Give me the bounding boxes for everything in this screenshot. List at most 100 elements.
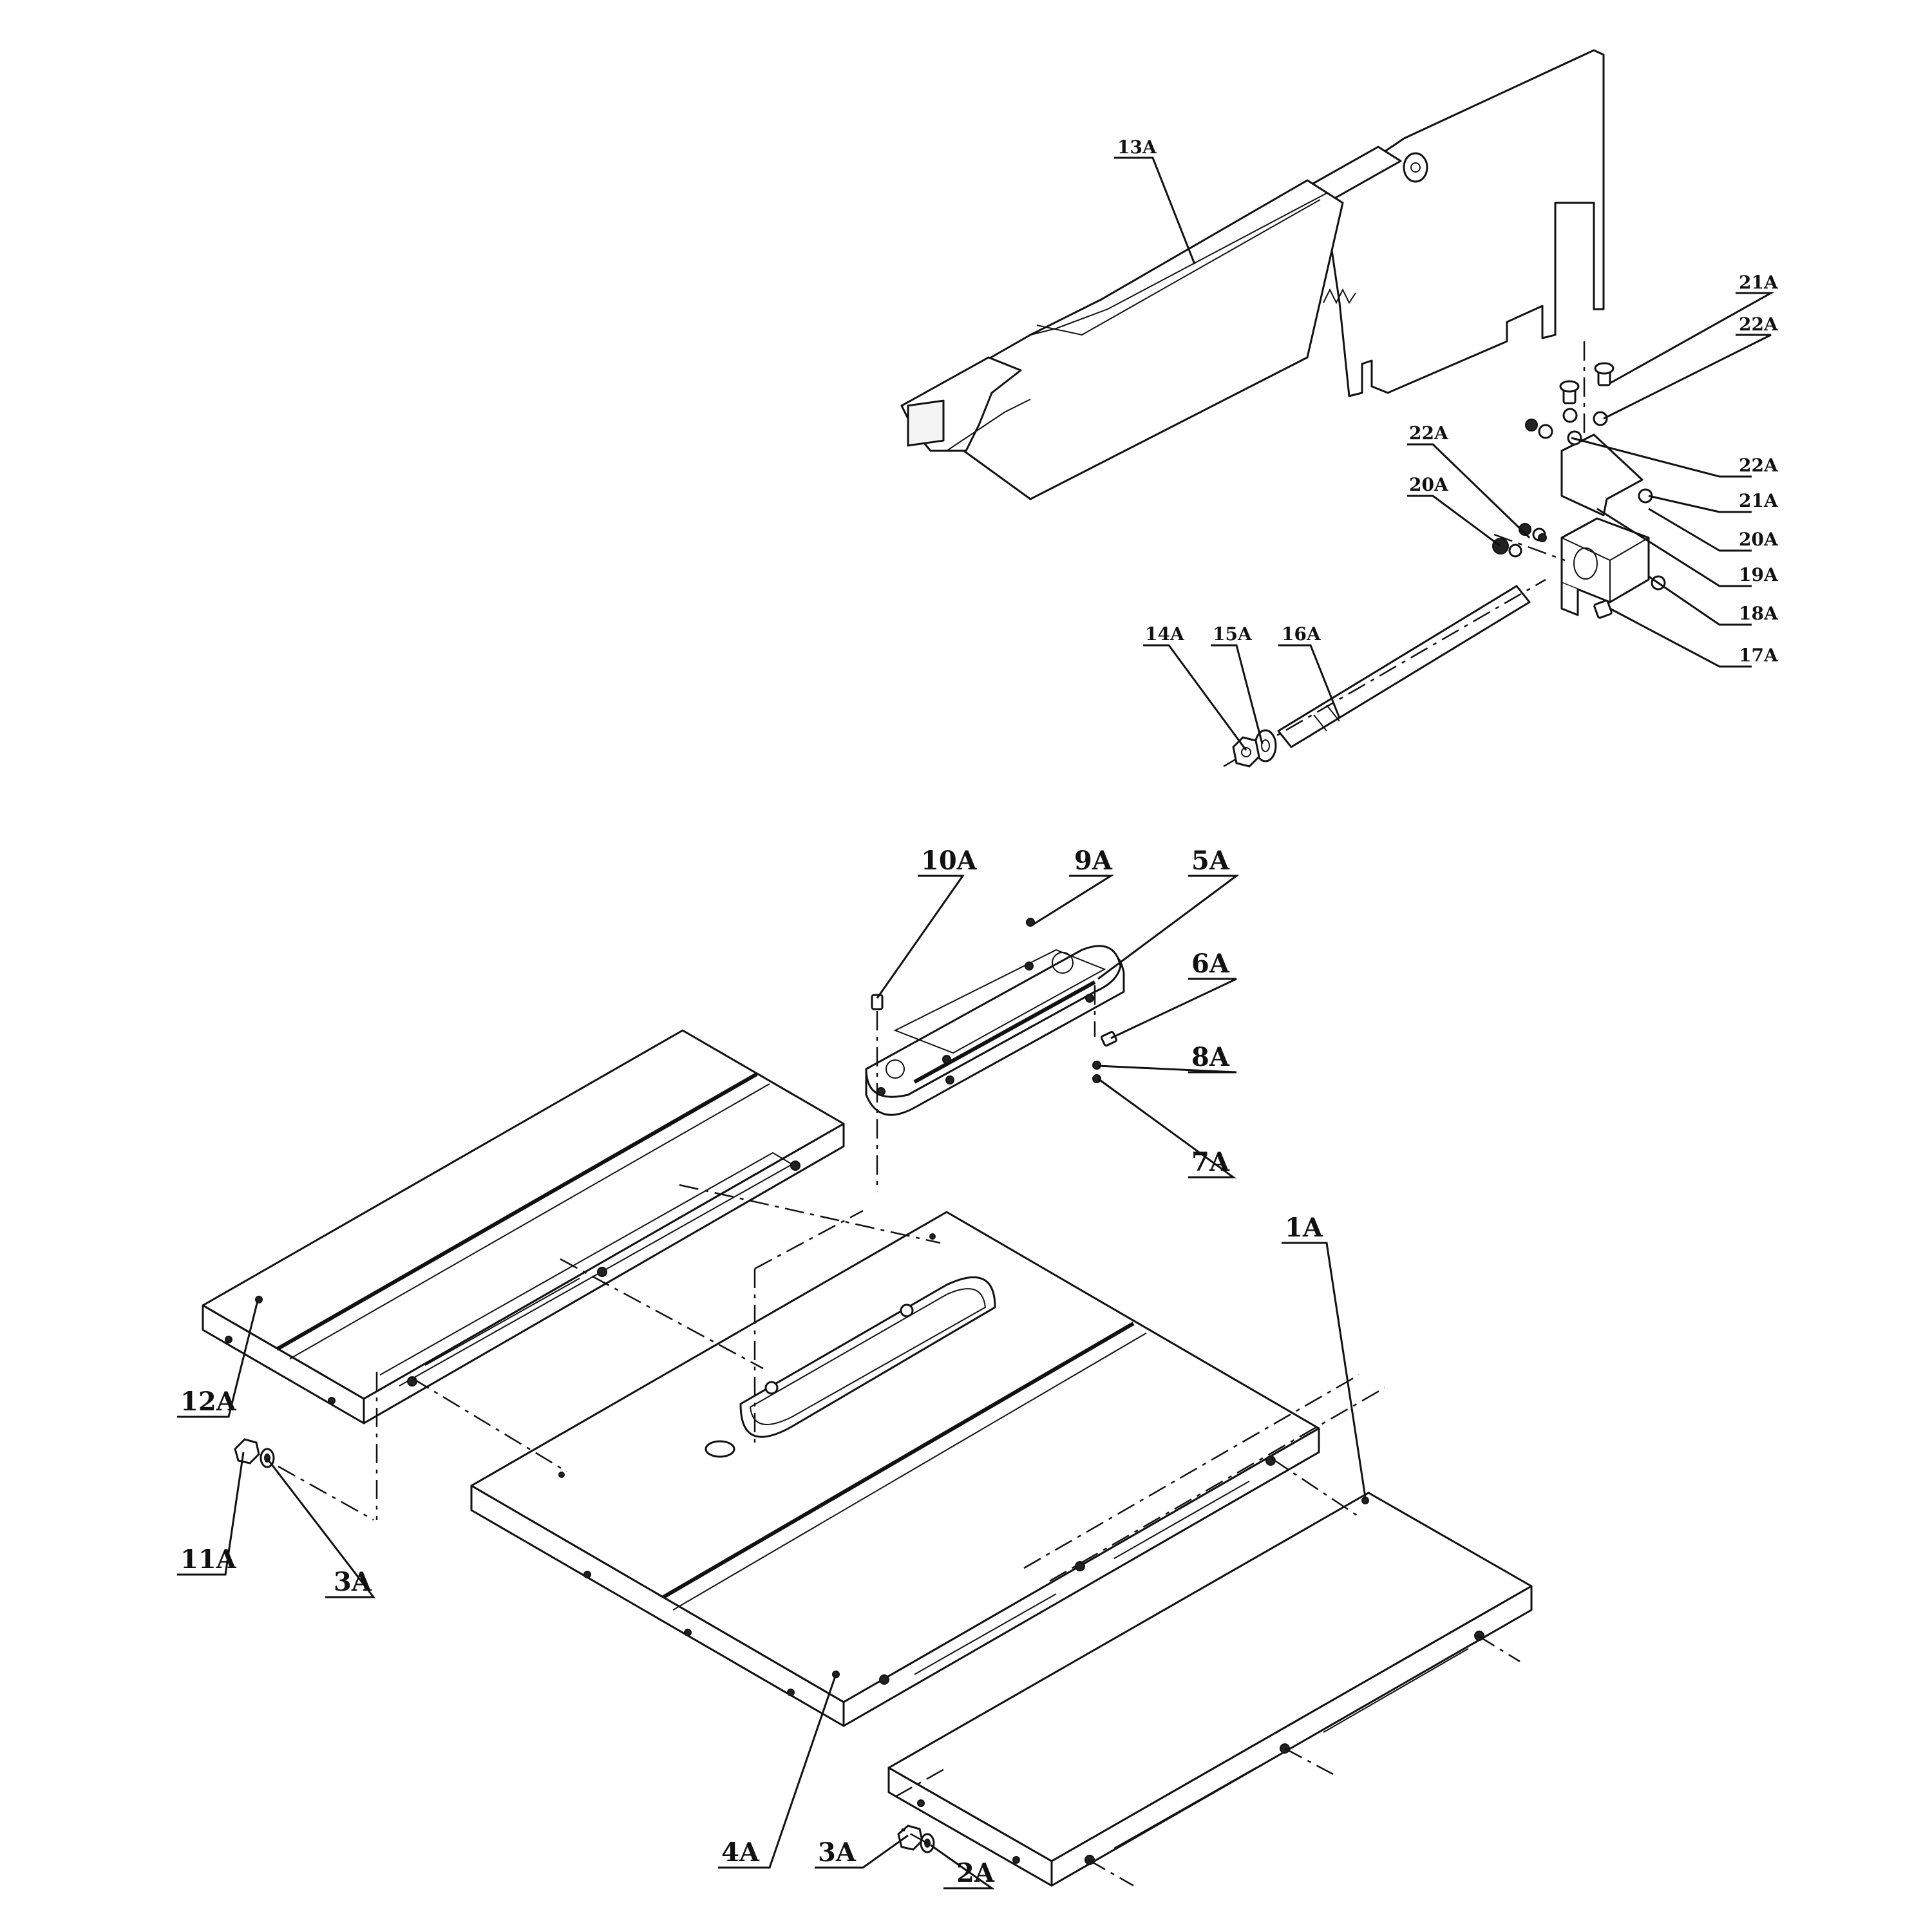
- mounting-hole: [879, 1674, 889, 1685]
- insert-hole: [1052, 952, 1074, 974]
- blade-guard-body: [900, 179, 1344, 500]
- left-wing-underside-rib: [379, 1151, 793, 1387]
- callout-11a: 11A: [180, 1544, 237, 1575]
- arbor-lock-hole: [705, 1440, 735, 1458]
- surface-mark: [929, 1233, 936, 1240]
- nut-icon: [1525, 419, 1538, 431]
- callout-2a: 2A: [956, 1858, 995, 1888]
- rod-step: [1313, 705, 1340, 732]
- rod-axis: [1223, 578, 1546, 768]
- callout-20a-right: 20A: [1739, 529, 1779, 550]
- splitter-plate: [1322, 49, 1605, 397]
- callout-21a-right: 21A: [1739, 490, 1779, 511]
- right-wing-underside-rib: [1113, 1648, 1469, 1849]
- insert-screw-point: [1085, 994, 1094, 1003]
- upper-bracket-front: [1560, 451, 1608, 516]
- main-table-side: [842, 1427, 1320, 1727]
- table-insert-plate-top: [865, 945, 1122, 1098]
- blade-guard-top-edge: [1030, 193, 1327, 336]
- left-extension-wing: [202, 1029, 845, 1425]
- blade-opening-inner: [749, 1288, 987, 1425]
- bracket-assembly: [1223, 341, 1666, 768]
- insert-screw-point: [1025, 961, 1034, 971]
- main-table: [470, 1211, 1320, 1727]
- mounting-hole: [1012, 1856, 1020, 1864]
- surface-mark: [1361, 1497, 1369, 1504]
- mounting-block-tab: [1560, 583, 1579, 616]
- callout-18a: 18A: [1739, 603, 1779, 624]
- guard-support-rod: [1277, 585, 1531, 748]
- callout-1a: 1A: [1285, 1213, 1323, 1243]
- nut-icon: [1519, 523, 1531, 536]
- mounting-hole: [787, 1689, 795, 1696]
- mounting-hole: [917, 1799, 925, 1807]
- callout-22a-left: 22A: [1409, 422, 1449, 444]
- blade-guard-inner-line: [946, 399, 1031, 451]
- mounting-hole: [583, 1571, 591, 1578]
- washer-icon: [1508, 544, 1522, 558]
- leader-lines: [177, 156, 1775, 1889]
- left-wing-miter-slot: [289, 1083, 770, 1359]
- insert-screw-point: [876, 1087, 886, 1096]
- callout-7a: 7A: [1191, 1147, 1230, 1177]
- nut-14a-hole: [1241, 747, 1251, 757]
- callout-22a-top: 22A: [1739, 314, 1779, 335]
- washer-icon: [1538, 424, 1553, 439]
- nut-7a: [1092, 1074, 1101, 1083]
- callout-labels: 13A 21A 22A 22A 21A 20A 19A 18A 17A 22A …: [180, 137, 1779, 1888]
- mounting-hole: [225, 1336, 232, 1343]
- blade-guard-crease: [1036, 199, 1321, 336]
- guard-pivot-boss: [1403, 152, 1428, 183]
- guard-pivot-hole: [1410, 162, 1421, 173]
- callout-5a: 5A: [1191, 846, 1230, 876]
- insert-hole: [886, 1059, 905, 1079]
- splitter-teeth: [1323, 288, 1356, 305]
- hex-screw-icon: [871, 994, 884, 1010]
- callout-14a: 14A: [1145, 623, 1185, 645]
- callout-16a: 16A: [1282, 623, 1321, 645]
- callout-21a-top: 21A: [1739, 272, 1779, 293]
- main-table-miter-slot: [662, 1321, 1135, 1599]
- callout-3a-left: 3A: [334, 1567, 372, 1597]
- callout-12a: 12A: [180, 1387, 237, 1417]
- blade-opening: [739, 1276, 996, 1438]
- surface-mark: [558, 1472, 565, 1478]
- mounting-hole: [597, 1267, 607, 1277]
- callout-15a: 15A: [1213, 623, 1253, 645]
- main-table-side-rib: [914, 1481, 1250, 1675]
- assembly-centerlines: [278, 1184, 1520, 1887]
- insert-screw-point: [942, 1055, 951, 1064]
- mounting-hole: [328, 1397, 336, 1405]
- callout-8a: 8A: [1191, 1042, 1230, 1072]
- mounting-block-edge: [1561, 537, 1649, 602]
- right-extension-wing: [887, 1492, 1533, 1887]
- callout-3a-bottom: 3A: [818, 1837, 857, 1868]
- mounting-hole: [1075, 1561, 1085, 1571]
- callout-10a: 10A: [921, 846, 978, 876]
- callout-13a: 13A: [1117, 137, 1157, 158]
- set-screw-9a: [1026, 918, 1035, 927]
- hex-screw-icon: [1593, 600, 1613, 619]
- washer-icon: [1593, 411, 1608, 426]
- hex-screw-icon: [1559, 380, 1580, 404]
- callout-6a: 6A: [1191, 949, 1230, 979]
- guard-front-opening: [907, 399, 945, 447]
- mounting-block-bore: [1573, 547, 1598, 580]
- horizontal-axis-line: [1493, 533, 1566, 562]
- left-wing-miter-slot: [276, 1072, 758, 1351]
- callout-22a-right: 22A: [1739, 455, 1779, 476]
- callout-17a: 17A: [1739, 645, 1779, 666]
- washer-icon: [1562, 408, 1578, 423]
- opening-tab: [900, 1303, 914, 1318]
- blade-guard-assembly: [900, 49, 1605, 500]
- mounting-hole: [790, 1160, 800, 1171]
- callout-20a-left: 20A: [1409, 474, 1449, 495]
- nut-14a: [1232, 736, 1260, 768]
- table-insert-assembly: [865, 918, 1125, 1191]
- washer-15a-hole: [1261, 739, 1270, 752]
- leveling-screw-6a: [1101, 1031, 1117, 1046]
- callout-19a: 19A: [1739, 564, 1779, 585]
- insert-screw-point: [945, 1075, 954, 1084]
- opening-tab: [764, 1381, 779, 1395]
